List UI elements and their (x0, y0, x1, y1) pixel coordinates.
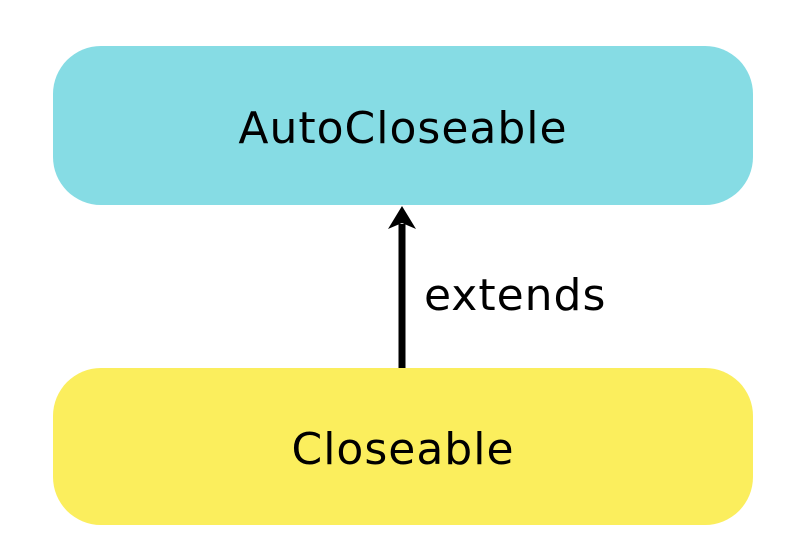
node-closeable: Closeable (53, 368, 753, 525)
node-closeable-label: Closeable (291, 424, 515, 475)
node-autocloseable: AutoCloseable (53, 46, 753, 205)
extends-label: extends (424, 270, 607, 321)
node-autocloseable-label: AutoCloseable (238, 103, 568, 154)
arrowhead-icon (388, 206, 416, 229)
